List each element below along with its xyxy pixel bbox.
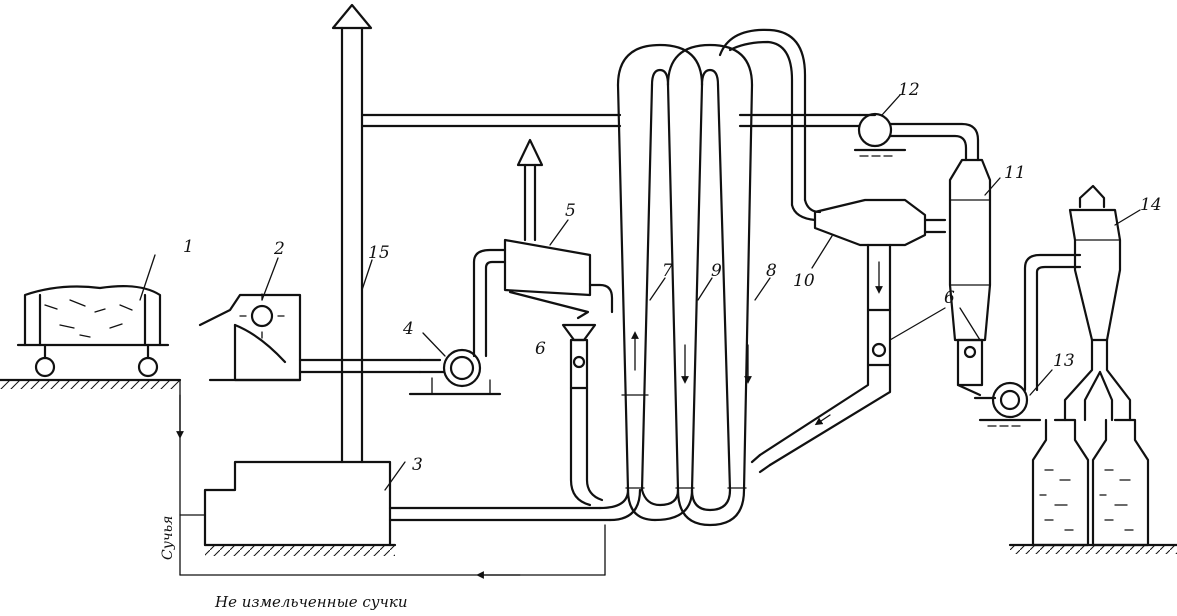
separator-10 <box>790 198 947 312</box>
drying-column-9 <box>666 83 713 492</box>
fan-13 <box>973 253 1082 427</box>
label-7: 7 <box>662 261 673 281</box>
label-6-left: 6 <box>535 339 546 359</box>
storage-bin-right <box>1091 418 1150 547</box>
label-8: 8 <box>766 261 777 281</box>
furnace <box>203 460 406 547</box>
label-12: 12 <box>898 80 920 100</box>
rotary-feeder-right <box>750 307 981 474</box>
chimney <box>331 3 373 464</box>
label-10: 10 <box>793 271 815 291</box>
branch-feed-line <box>176 379 606 579</box>
label-15: 15 <box>368 243 390 263</box>
drying-column-8 <box>716 83 771 492</box>
column-bottom-bends <box>625 487 747 527</box>
side-caption: Сучья <box>160 516 176 560</box>
label-4: 4 <box>402 319 414 339</box>
label-6-right: 6 <box>944 288 955 308</box>
cart-with-branches <box>16 254 170 378</box>
label-2: 2 <box>273 239 285 259</box>
label-14: 14 <box>1140 195 1162 215</box>
hot-gas-pipe <box>388 488 642 522</box>
sorting-screen <box>503 138 614 320</box>
drying-column-7 <box>616 83 666 492</box>
rotary-feeder-left <box>561 323 604 507</box>
label-9: 9 <box>711 261 722 281</box>
column-top-bends <box>616 28 807 207</box>
top-air-pipe <box>360 113 862 128</box>
label-11: 11 <box>1004 163 1026 183</box>
cyclone-11 <box>948 158 1001 397</box>
pipe-crusher-fan <box>298 358 422 374</box>
label-3: 3 <box>412 455 423 475</box>
label-13: 13 <box>1053 351 1075 371</box>
crusher <box>198 257 302 382</box>
label-5: 5 <box>565 201 576 221</box>
bottom-caption: Не измельченные сучки <box>214 593 407 611</box>
storage-bin-left <box>1031 418 1090 547</box>
cyclone-14 <box>1063 184 1141 422</box>
fan-12 <box>853 94 980 162</box>
fan-4 <box>408 248 507 396</box>
label-1: 1 <box>183 237 194 257</box>
